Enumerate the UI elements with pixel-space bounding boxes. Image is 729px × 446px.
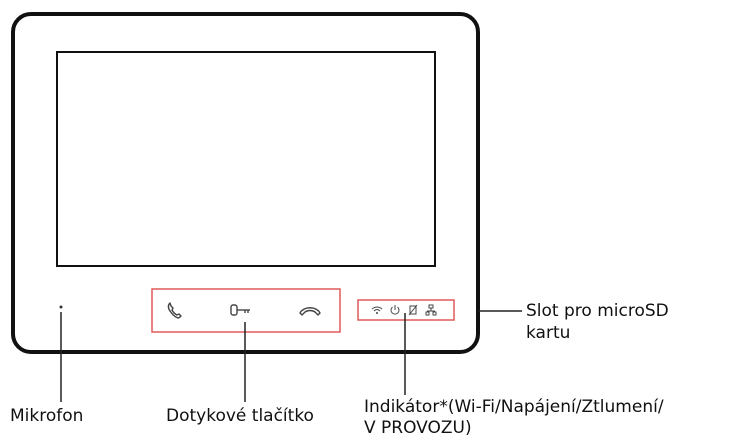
indicators-highlight [357, 299, 455, 321]
microphone-hole [59, 305, 63, 309]
hang-up-icon[interactable] [299, 307, 321, 316]
sd-slot-label-line2: kartu [526, 323, 571, 343]
touch-buttons-highlight [151, 288, 341, 333]
display-screen [56, 51, 436, 267]
wifi-icon [371, 306, 383, 314]
microphone-label: Mikrofon [10, 406, 84, 426]
indicator-label-line1: Indikátor*(Wi-Fi/Napájení/Ztlumení/ [364, 397, 664, 417]
touch-button-label: Dotykové tlačítko [166, 406, 314, 426]
key-unlock-icon[interactable] [230, 304, 250, 316]
indicator-label-line2: V PROVOZU) [364, 418, 472, 438]
network-icon [425, 304, 437, 316]
sd-slot-label-line1: Slot pro microSD [526, 301, 669, 321]
phone-call-icon[interactable] [167, 302, 182, 319]
mute-icon [408, 304, 418, 316]
power-icon [390, 305, 400, 315]
